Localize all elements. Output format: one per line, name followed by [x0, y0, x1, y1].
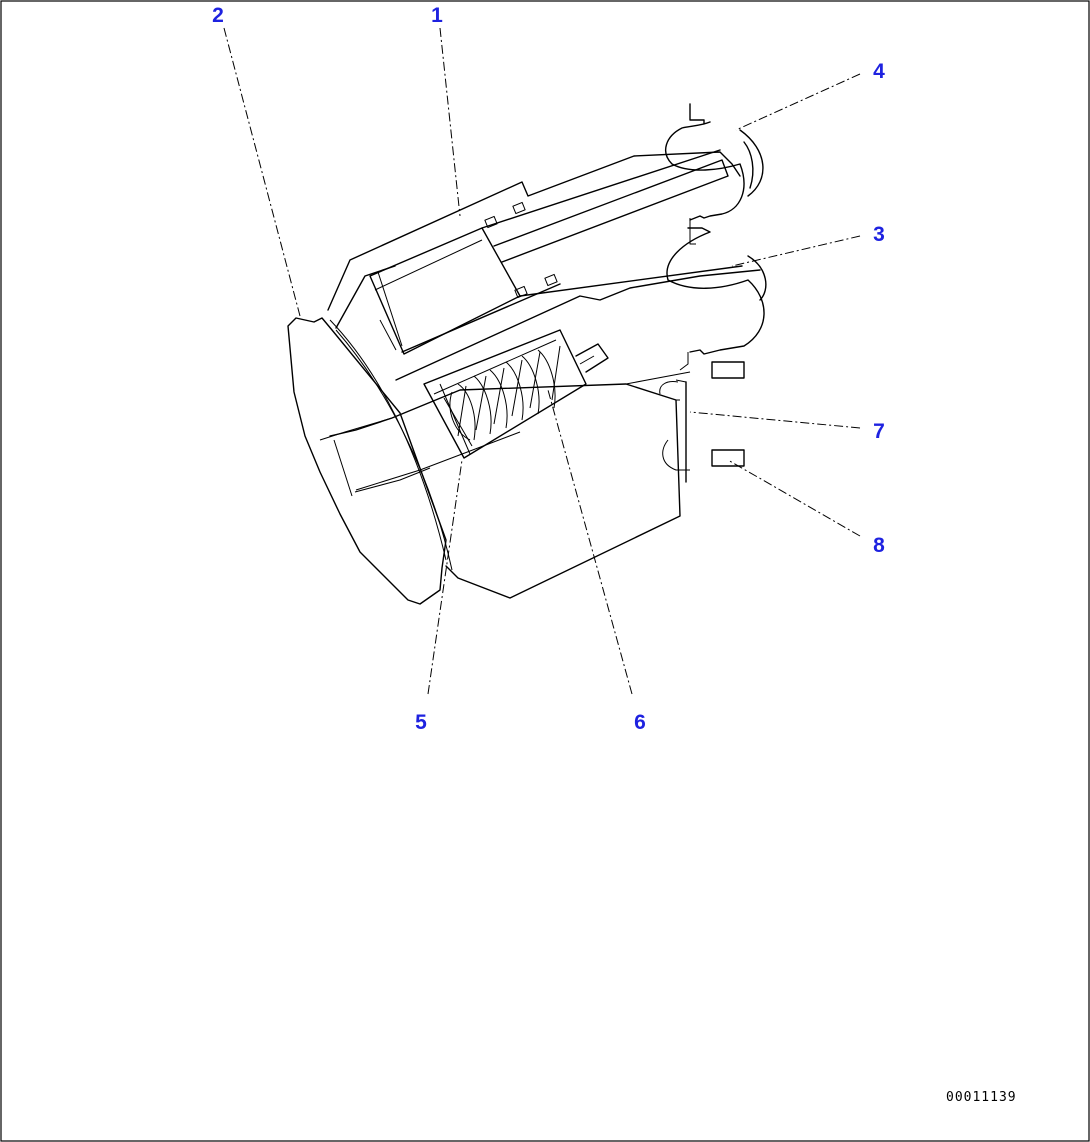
leader-1: [439, 27, 461, 217]
callout-6: 6: [634, 711, 646, 734]
part-1-valve-body: [327, 149, 761, 599]
leader-3: [731, 235, 861, 267]
part-7-clamp: [659, 379, 690, 483]
callout-5: 5: [415, 711, 427, 734]
callout-2: 2: [212, 4, 224, 27]
leader-8: [727, 459, 861, 537]
callout-3: 3: [873, 223, 885, 246]
callout-labels: 1 2 3 4 5 6 7 8: [212, 4, 885, 734]
part-8-nut: [711, 361, 745, 467]
drawing-number: 00011139: [946, 1090, 1017, 1105]
leader-4: [735, 73, 861, 131]
part-4-upper-fitting: [664, 103, 764, 245]
part-6-spring: [423, 329, 609, 459]
callout-4: 4: [873, 60, 885, 83]
leader-5: [427, 459, 463, 695]
leader-lines: [223, 27, 861, 695]
callout-8: 8: [873, 534, 885, 557]
leader-2: [223, 27, 301, 317]
leader-7: [689, 411, 861, 429]
part-3-lower-fitting: [666, 227, 767, 371]
callout-1: 1: [431, 4, 443, 27]
callout-7: 7: [873, 420, 885, 443]
part-2-flange: [287, 317, 453, 605]
leader-6: [547, 389, 633, 695]
